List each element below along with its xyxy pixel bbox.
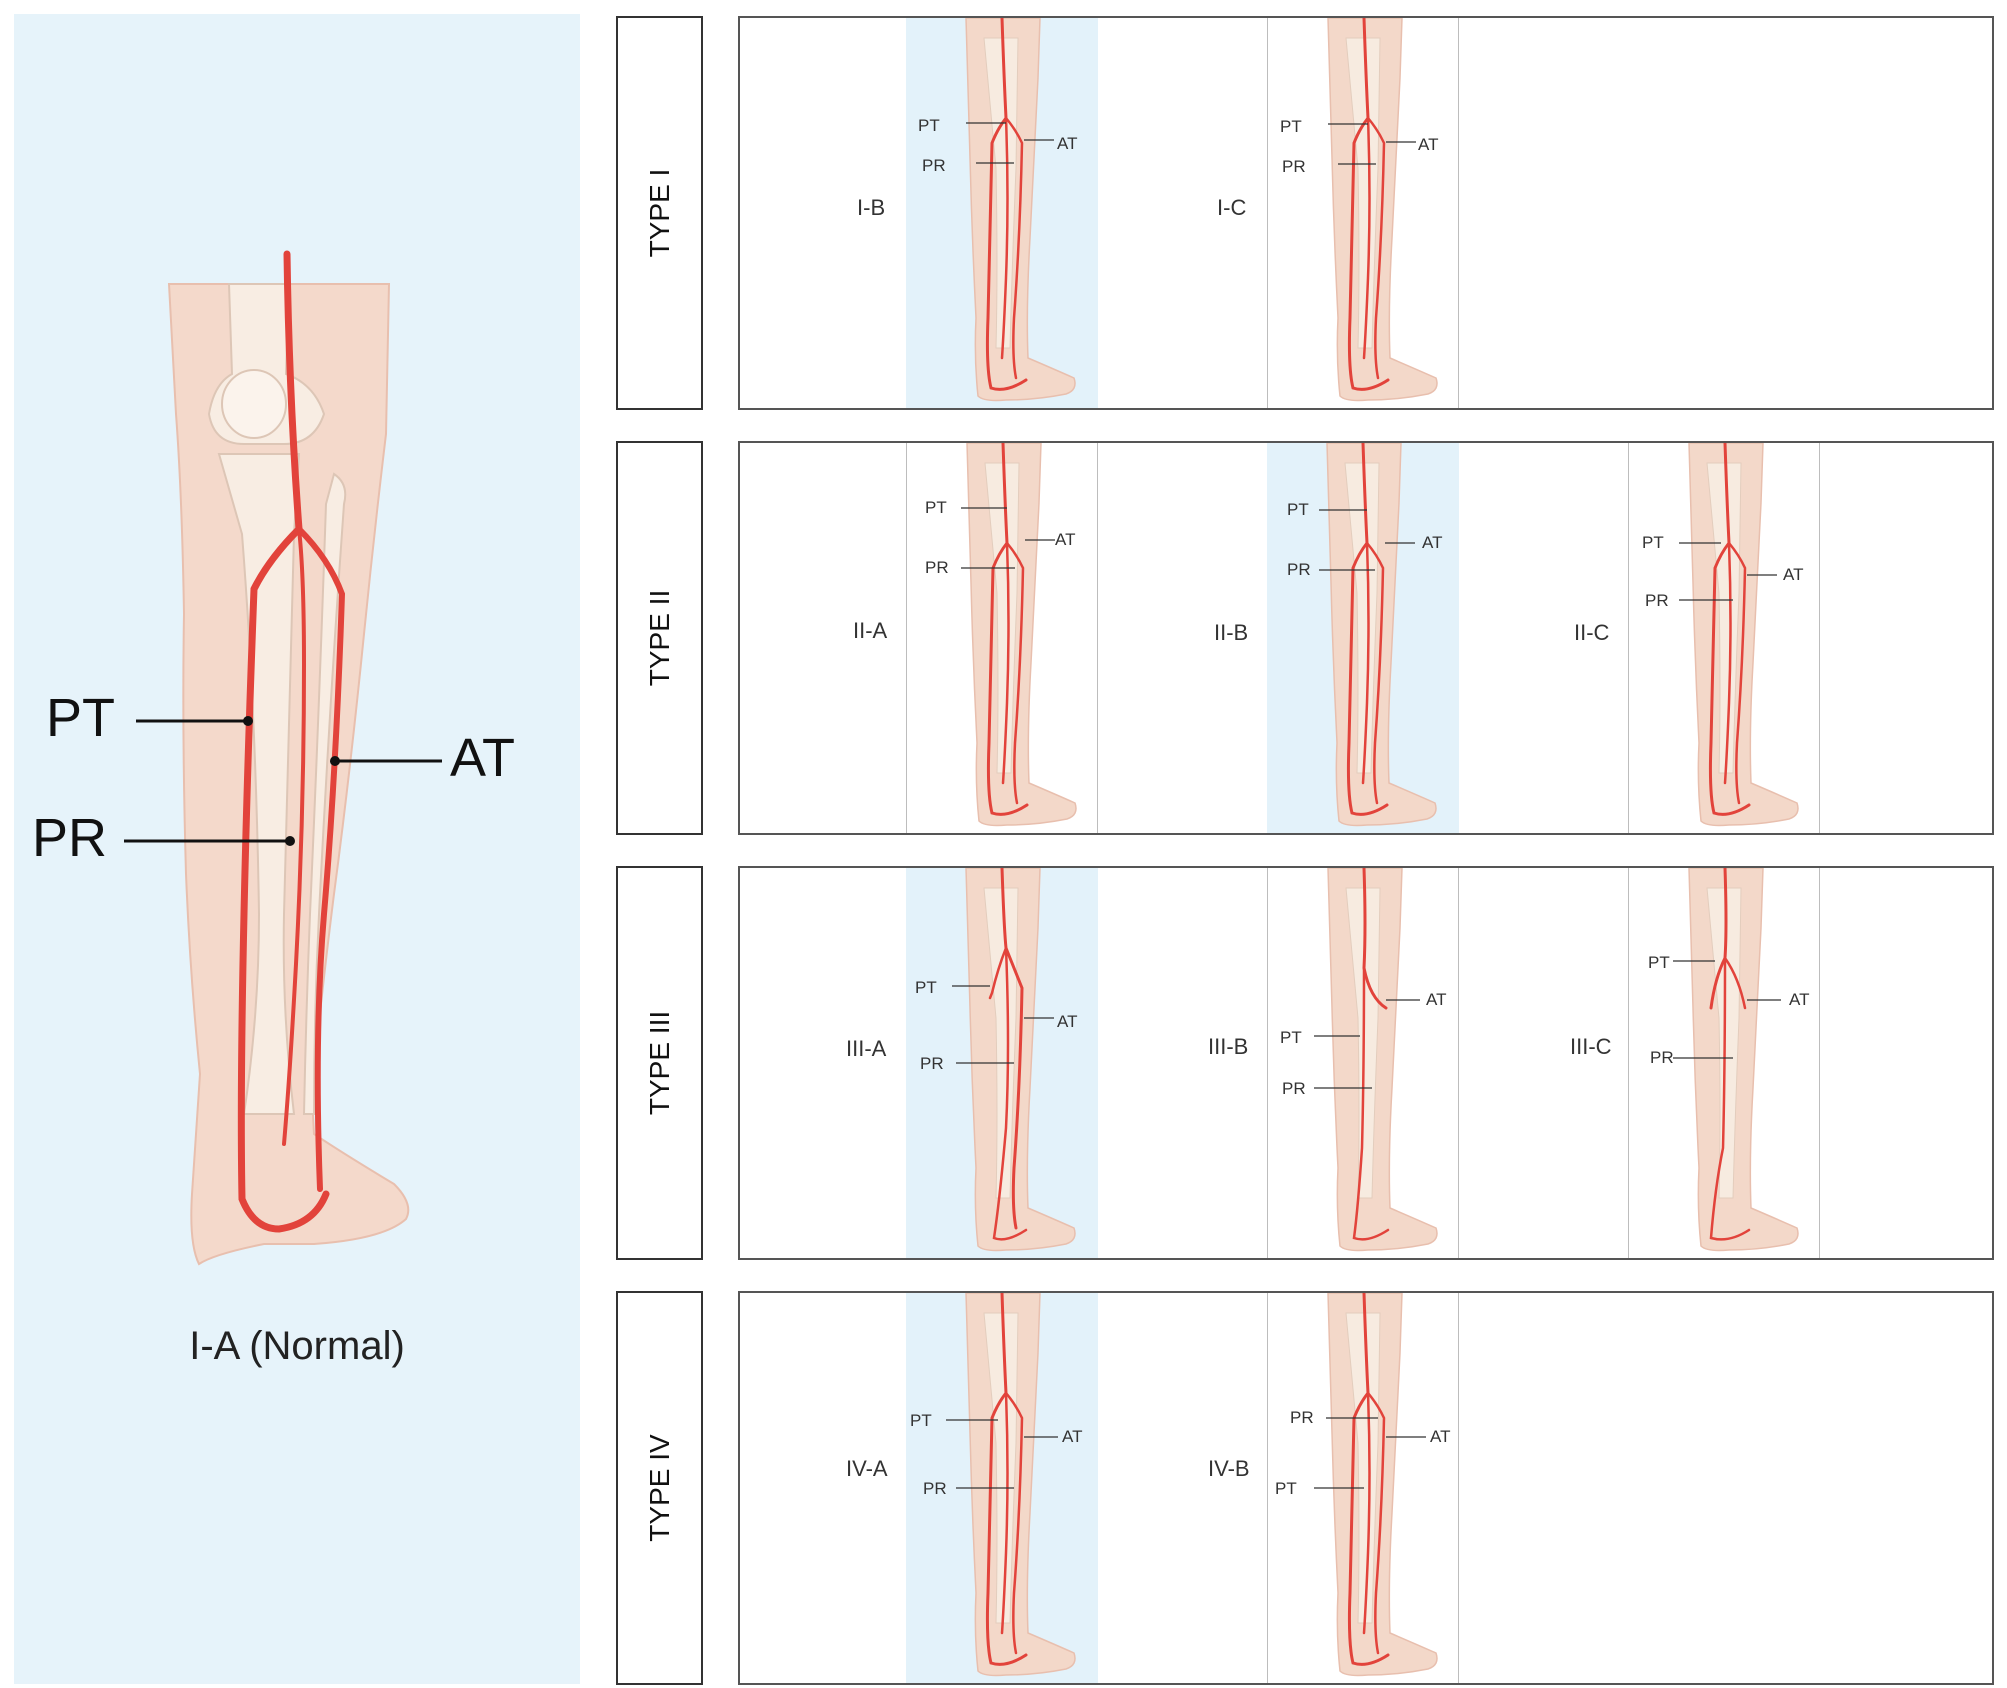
pt-label: PT — [46, 687, 115, 749]
type-iii-row: III-A PT PR AT III-B PT PR AT III-C PT P… — [738, 866, 1994, 1260]
type-iv-row: IV-A PT PR AT IV-B PR PT AT — [738, 1291, 1994, 1685]
variant-ic-at-label: AT — [1418, 135, 1438, 155]
variant-iia-at-label: AT — [1055, 530, 1075, 550]
variant-ivb-name: IV-B — [1208, 1456, 1250, 1482]
type-i-box: TYPE I — [616, 16, 703, 410]
variant-ic-cell — [1267, 18, 1459, 408]
variant-iiib-pr-label: PR — [1282, 1079, 1306, 1099]
variant-iic-illustration — [1629, 443, 1821, 833]
type-ii-row: II-A PT PR AT II-B PT PR AT II-C PT PR A… — [738, 441, 1994, 835]
variant-iiia-at-label: AT — [1057, 1012, 1077, 1032]
variant-iib-pt-label: PT — [1287, 500, 1309, 520]
variant-iiia-pt-label: PT — [915, 978, 937, 998]
variant-iic-at-label: AT — [1783, 565, 1803, 585]
type-iv-label: TYPE IV — [644, 1434, 676, 1541]
type-ii-box: TYPE II — [616, 441, 703, 835]
variant-iiib-cell — [1267, 868, 1459, 1258]
variant-iib-pr-label: PR — [1287, 560, 1311, 580]
variant-iiic-at-label: AT — [1789, 990, 1809, 1010]
variant-ivb-illustration — [1268, 1293, 1460, 1683]
variant-iva-pt-label: PT — [910, 1411, 932, 1431]
variant-ivb-at-label: AT — [1430, 1427, 1450, 1447]
variant-iiib-illustration — [1268, 868, 1460, 1258]
variant-iic-cell — [1628, 443, 1820, 833]
type-i-label: TYPE I — [644, 169, 676, 258]
variant-ic-pr-label: PR — [1282, 157, 1306, 177]
variant-iib-at-label: AT — [1422, 533, 1442, 553]
variant-ib-name: I-B — [857, 195, 885, 221]
at-leader-dot — [330, 756, 340, 766]
variant-ib-pt-label: PT — [918, 116, 940, 136]
variant-iva-at-label: AT — [1062, 1427, 1082, 1447]
variant-iia-name: II-A — [853, 618, 887, 644]
normal-anatomy-panel: PT AT PR I-A (Normal) — [14, 14, 580, 1684]
patella-bone — [222, 370, 286, 438]
type-iii-label: TYPE III — [644, 1011, 676, 1115]
variant-ic-illustration — [1268, 18, 1460, 408]
variant-ib-pr-label: PR — [922, 156, 946, 176]
variant-iiic-pt-label: PT — [1648, 953, 1670, 973]
variant-iic-pr-label: PR — [1645, 591, 1669, 611]
type-iii-box: TYPE III — [616, 866, 703, 1260]
variant-iiib-pt-label: PT — [1280, 1028, 1302, 1048]
type-ii-label: TYPE II — [644, 590, 676, 686]
variant-iiic-pr-label: PR — [1650, 1048, 1674, 1068]
variant-iiib-name: III-B — [1208, 1034, 1248, 1060]
variant-iib-name: II-B — [1214, 620, 1248, 646]
pr-leader-dot — [285, 836, 295, 846]
variant-iic-name: II-C — [1574, 620, 1609, 646]
normal-caption: I-A (Normal) — [14, 1324, 580, 1369]
variant-iia-pr-label: PR — [925, 558, 949, 578]
variant-iva-pr-label: PR — [923, 1479, 947, 1499]
type-iv-box: TYPE IV — [616, 1291, 703, 1685]
pt-leader-dot — [243, 716, 253, 726]
at-label: AT — [450, 727, 515, 789]
variant-iia-pt-label: PT — [925, 498, 947, 518]
variant-iiib-at-label: AT — [1426, 990, 1446, 1010]
leg-silhouette — [1689, 868, 1798, 1251]
type-i-row: I-B PT PR AT I-C PT PR AT — [738, 16, 1994, 410]
variant-ic-name: I-C — [1217, 195, 1246, 221]
variant-iic-pt-label: PT — [1642, 533, 1664, 553]
variant-ib-at-label: AT — [1057, 134, 1077, 154]
variant-ic-pt-label: PT — [1280, 117, 1302, 137]
variant-iiia-name: III-A — [846, 1036, 886, 1062]
leg-silhouette — [1328, 868, 1437, 1251]
variant-ivb-pt-label: PT — [1275, 1479, 1297, 1499]
variant-ivb-pr-label: PR — [1290, 1408, 1314, 1428]
variant-iiia-pr-label: PR — [920, 1054, 944, 1074]
variant-iiic-name: III-C — [1570, 1034, 1612, 1060]
variant-iva-name: IV-A — [846, 1456, 888, 1482]
pr-label: PR — [32, 807, 107, 869]
variant-ib-cell — [906, 18, 1098, 408]
variant-ib-illustration — [906, 18, 1098, 408]
